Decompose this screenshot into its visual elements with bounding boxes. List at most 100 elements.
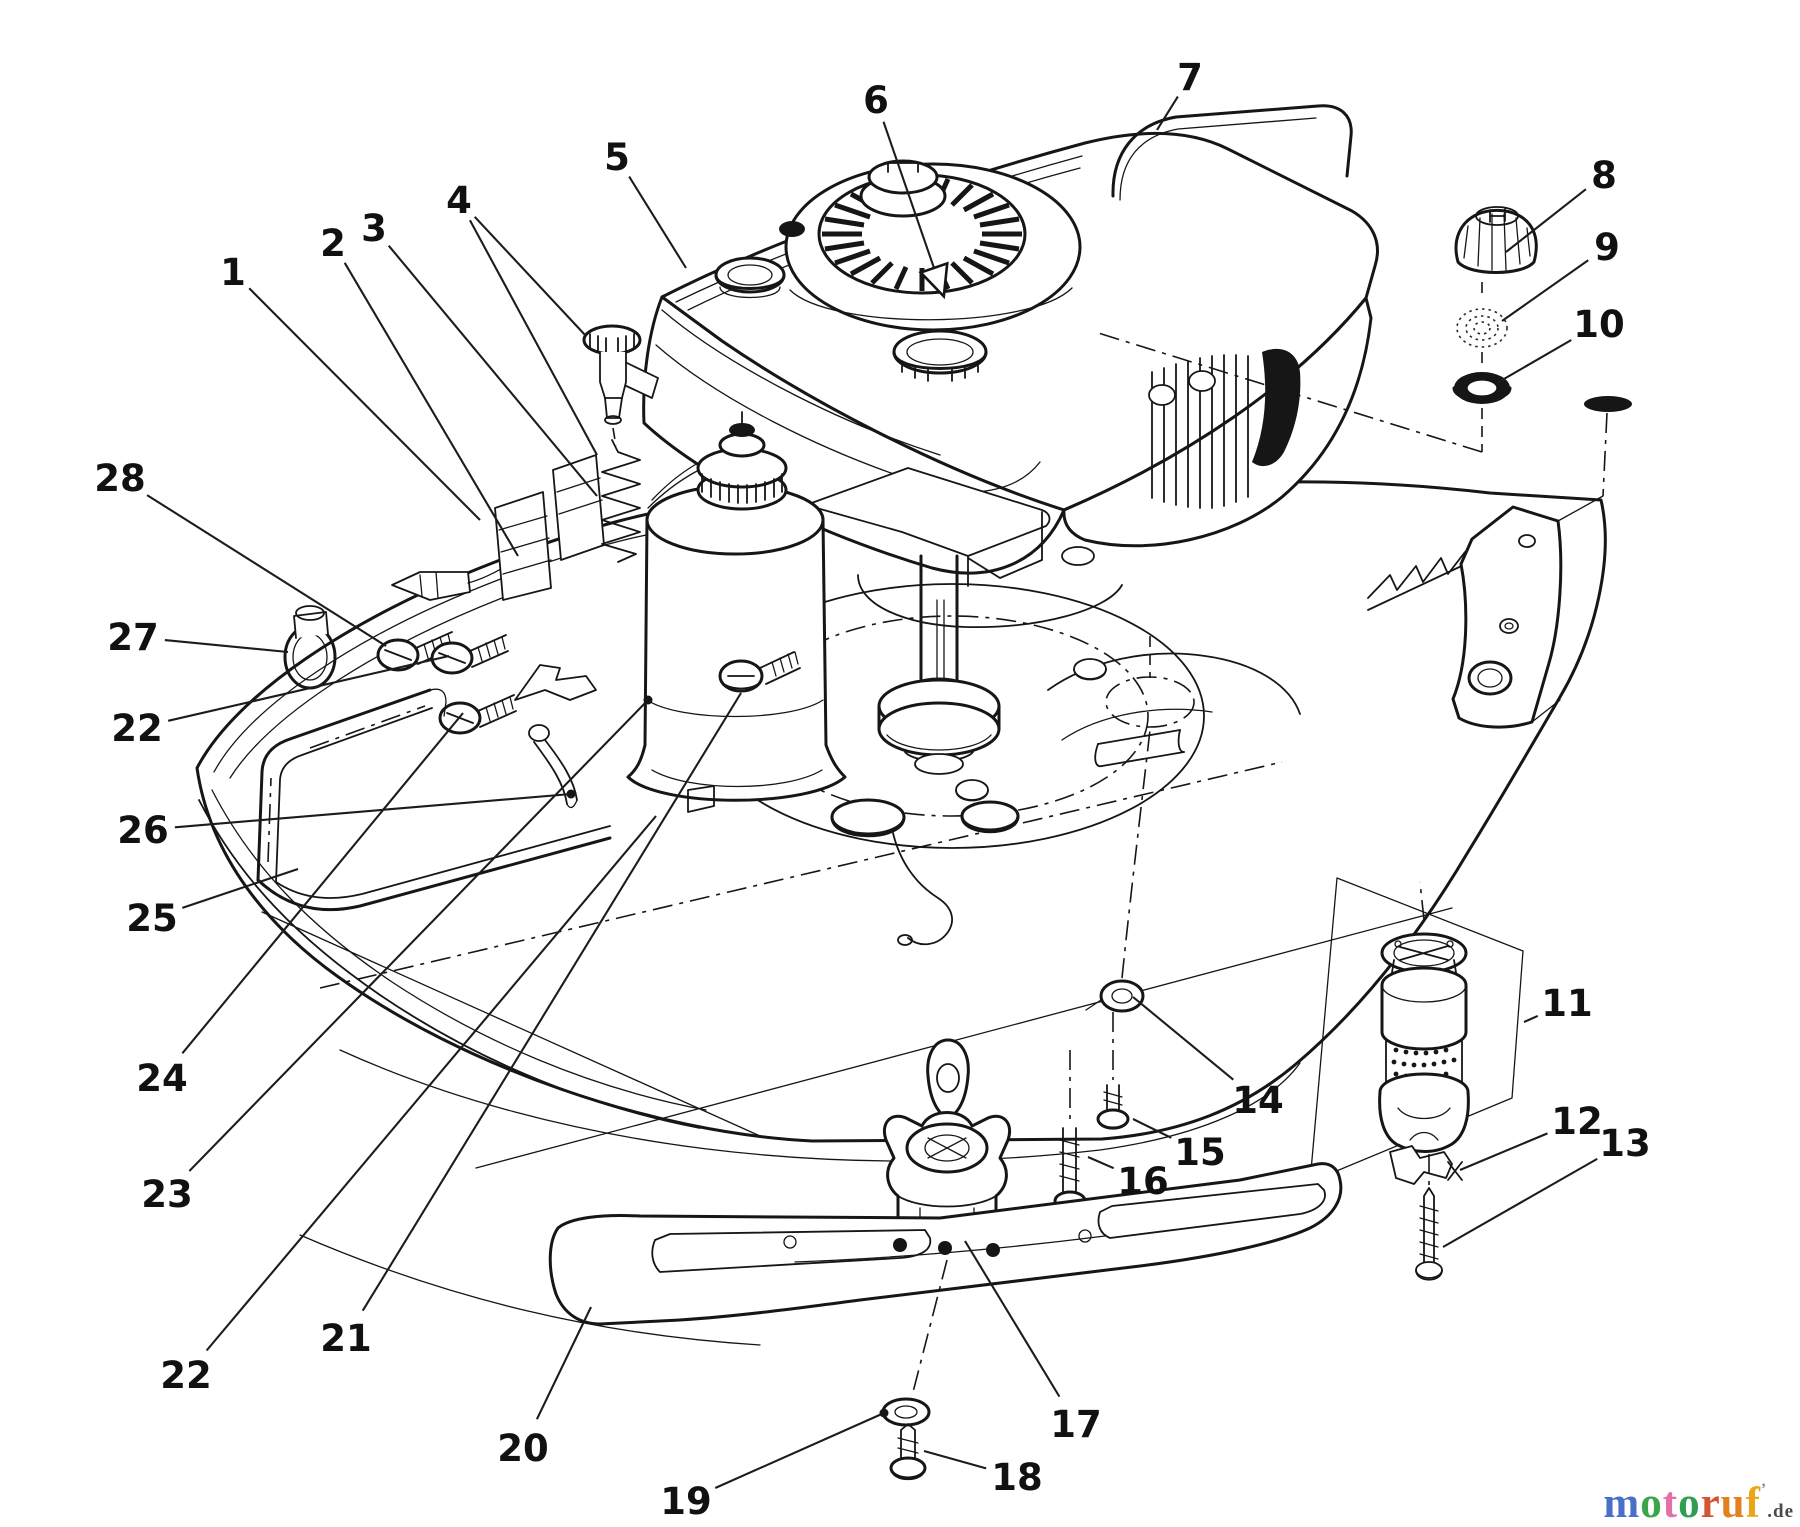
part-number-5: 5 [604, 136, 630, 179]
blade-adapter [883, 1111, 1011, 1242]
watermark-letter: r [1700, 1480, 1721, 1527]
part-number-17: 17 [1050, 1403, 1102, 1446]
callout-24: 24 [136, 712, 464, 1100]
watermark-letter: t [1662, 1480, 1679, 1527]
part-number-19: 19 [660, 1480, 712, 1523]
callout-8: 8 [1505, 154, 1617, 253]
part-number-18: 18 [991, 1456, 1043, 1499]
callout-28: 28 [94, 457, 387, 647]
callout-2: 2 [320, 222, 519, 557]
filter-seal [1452, 372, 1512, 404]
part-number-14: 14 [1232, 1079, 1284, 1122]
callout-22: 22 [160, 815, 657, 1397]
muffler-clamp [1389, 1145, 1453, 1185]
callout-9: 9 [1501, 226, 1620, 322]
callout-19: 19 [660, 1408, 889, 1523]
callout-22: 22 [111, 654, 450, 750]
callout-6: 6 [863, 79, 949, 300]
watermark-tick: ’ [1760, 1481, 1768, 1498]
callout-15: 15 [1132, 1118, 1226, 1174]
hardware-left [283, 605, 597, 809]
callout-18: 18 [923, 1449, 1043, 1499]
callout-3: 3 [361, 207, 598, 497]
part-number-26: 26 [117, 809, 169, 852]
starter-bolt [718, 651, 801, 693]
part-number-22: 22 [160, 1354, 212, 1397]
part-number-22: 22 [111, 707, 163, 750]
part-number-13: 13 [1599, 1122, 1651, 1165]
cable-clip [514, 664, 597, 701]
callout-16: 16 [1087, 1156, 1169, 1203]
part-number-11: 11 [1541, 982, 1593, 1025]
cylinder-head-fins [1148, 348, 1301, 509]
callout-4: 4 [446, 179, 598, 456]
watermark-suffix: .de [1767, 1501, 1794, 1522]
part-number-15: 15 [1174, 1131, 1226, 1174]
blade-bolt [889, 1423, 927, 1481]
muffler-assembly [1309, 877, 1524, 1281]
screw [430, 634, 509, 675]
watermark-letter: o [1640, 1480, 1663, 1527]
callout-26: 26 [117, 789, 576, 852]
callout-7: 7 [1156, 56, 1203, 131]
callout-10: 10 [1496, 303, 1625, 384]
mower-deck-illustration [195, 480, 1607, 1169]
part-number-21: 21 [320, 1317, 372, 1360]
blade-assembly [299, 1038, 1343, 1481]
mount-hardware [1053, 729, 1151, 1212]
rear-bracket-plate [1451, 396, 1632, 729]
watermark-letter: u [1720, 1480, 1746, 1527]
callout-14: 14 [1132, 996, 1284, 1122]
part-number-16: 16 [1117, 1160, 1169, 1203]
starter-motor [626, 411, 1051, 813]
callout-25: 25 [126, 868, 299, 940]
part-number-27: 27 [107, 616, 159, 659]
flywheel-fan [784, 159, 1082, 332]
part-number-1: 1 [220, 251, 246, 294]
muffler-bolt [1415, 1187, 1443, 1281]
fuel-cap [892, 329, 988, 382]
spark-plug-boot [1252, 348, 1301, 467]
watermark-logo: motoruf’ .de [1603, 1480, 1794, 1527]
part-number-8: 8 [1591, 154, 1617, 197]
ignition-parts [391, 324, 659, 601]
part-number-9: 9 [1594, 226, 1620, 269]
callout-21: 21 [320, 692, 742, 1360]
callout-20: 20 [497, 1306, 592, 1470]
fuel-line [528, 724, 578, 809]
oil-fill-cap [714, 256, 786, 299]
part-number-25: 25 [126, 897, 178, 940]
callout-27: 27 [107, 616, 289, 659]
callout-5: 5 [604, 136, 687, 269]
part-number-7: 7 [1177, 56, 1203, 99]
watermark-letter: m [1603, 1480, 1641, 1527]
part-number-10: 10 [1573, 303, 1625, 346]
watermark-letter: f [1745, 1480, 1761, 1527]
filter-gasket [1456, 308, 1508, 348]
part-number-20: 20 [497, 1427, 549, 1470]
vent-plug [779, 221, 805, 237]
part-number-23: 23 [141, 1173, 193, 1216]
part-number-28: 28 [94, 457, 146, 500]
callout-13: 13 [1442, 1122, 1651, 1248]
part-number-12: 12 [1551, 1100, 1603, 1143]
crankshaft-pulley [877, 554, 1001, 775]
part-number-4: 4 [446, 179, 472, 222]
screw-15 [1096, 1084, 1130, 1130]
fuel-valve [582, 324, 659, 425]
callout-11: 11 [1523, 982, 1593, 1025]
watermark-letter: o [1678, 1480, 1701, 1527]
part-number-3: 3 [361, 207, 387, 250]
screw [376, 631, 455, 672]
callout-1: 1 [220, 251, 481, 521]
part-number-24: 24 [136, 1057, 188, 1100]
callout-12: 12 [1459, 1100, 1603, 1171]
blade [299, 1162, 1343, 1346]
callout-23: 23 [141, 695, 653, 1216]
callout-17: 17 [964, 1240, 1102, 1446]
part-number-6: 6 [863, 79, 889, 122]
air-filter-parts [1094, 206, 1538, 453]
